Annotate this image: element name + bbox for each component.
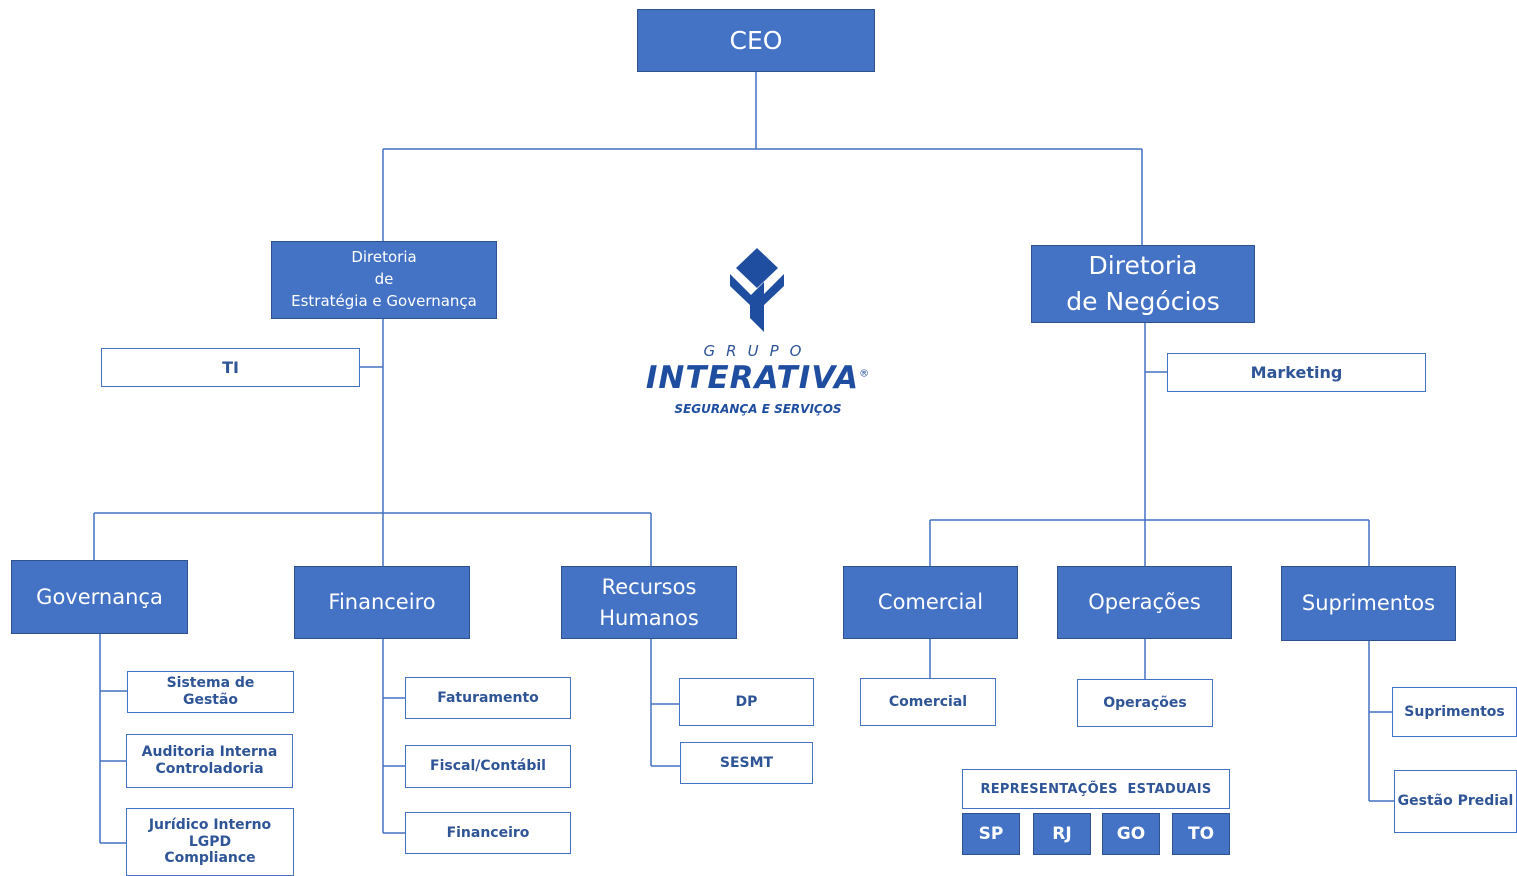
box-label: Gestão Predial xyxy=(1397,793,1514,810)
state-label: GO xyxy=(1116,824,1146,844)
fiscal-contabil-box[interactable]: Fiscal/Contábil xyxy=(405,745,571,788)
representacoes-estaduais-header: REPRESENTAÇÕES ESTADUAIS xyxy=(962,769,1230,809)
logo-tagline: SEGURANÇA E SERVIÇOS xyxy=(674,402,842,416)
comercial-box[interactable]: Comercial xyxy=(843,566,1018,639)
box-label-line: Auditoria Interna xyxy=(141,744,278,761)
recursos-humanos-box[interactable]: Recursos Humanos xyxy=(561,566,737,639)
state-to-box[interactable]: TO xyxy=(1172,813,1230,855)
state-label: RJ xyxy=(1052,824,1072,844)
gestao-predial-box[interactable]: Gestão Predial xyxy=(1394,770,1517,833)
box-label: TI xyxy=(222,357,239,377)
state-go-box[interactable]: GO xyxy=(1102,813,1160,855)
box-label-line: Jurídico Interno xyxy=(148,816,272,833)
diretoria-negocios-box[interactable]: Diretoria de Negócios xyxy=(1031,245,1255,323)
diretoria-estrategia-box[interactable]: Diretoria de Estratégia e Governança xyxy=(271,241,497,319)
logo-grupo-text: GRUPO xyxy=(703,342,813,360)
box-label: Comercial xyxy=(888,693,968,710)
state-sp-box[interactable]: SP xyxy=(962,813,1020,855)
sistema-gestao-box[interactable]: Sistema de Gestão xyxy=(127,671,294,713)
box-label: Fiscal/Contábil xyxy=(430,758,546,775)
ceo-label: CEO xyxy=(729,25,783,55)
suprimentos-box[interactable]: Suprimentos xyxy=(1281,566,1456,641)
juridico-lgpd-compliance-box[interactable]: Jurídico Interno LGPD Compliance xyxy=(126,808,294,876)
box-label-line: Sistema de xyxy=(166,675,255,692)
box-label-line: de xyxy=(374,270,394,289)
registered-mark: ® xyxy=(859,368,871,380)
logo-brand-text: INTERATIVA® xyxy=(638,360,878,396)
box-label-line: Recursos xyxy=(601,575,697,600)
operacoes-box[interactable]: Operações xyxy=(1057,566,1232,639)
box-label: Financeiro xyxy=(328,590,436,615)
box-label: Marketing xyxy=(1250,362,1343,382)
ti-box[interactable]: TI xyxy=(101,348,360,387)
box-label: Financeiro xyxy=(446,824,530,841)
box-label-line: Compliance xyxy=(164,850,256,867)
state-label: SP xyxy=(978,824,1004,844)
dp-box[interactable]: DP xyxy=(679,678,814,726)
financeiro-box[interactable]: Financeiro xyxy=(294,566,470,639)
box-label: SESMT xyxy=(719,754,774,771)
box-label: Suprimentos xyxy=(1301,591,1436,616)
ceo-box[interactable]: CEO xyxy=(637,9,875,72)
box-label-line: Estratégia e Governança xyxy=(291,291,477,310)
box-label-line: Diretoria xyxy=(1088,250,1198,280)
box-label: Operações xyxy=(1103,694,1187,711)
box-label-line: Diretoria xyxy=(351,248,417,267)
box-label-line: Gestão xyxy=(182,692,239,708)
box-label-line: de Negócios xyxy=(1066,287,1220,316)
box-label: Faturamento xyxy=(437,689,539,706)
box-label: DP xyxy=(735,693,758,710)
marketing-box[interactable]: Marketing xyxy=(1167,353,1426,392)
governanca-box[interactable]: Governança xyxy=(11,560,188,634)
representacoes-title: REPRESENTAÇÕES ESTADUAIS xyxy=(980,781,1212,797)
financeiro-sub-box[interactable]: Financeiro xyxy=(405,812,571,854)
faturamento-box[interactable]: Faturamento xyxy=(405,677,571,719)
box-label: Operações xyxy=(1088,590,1201,615)
box-label-line: LGPD xyxy=(188,833,232,850)
box-label: Suprimentos xyxy=(1404,703,1505,720)
box-label-line: Controladoria xyxy=(155,761,264,777)
sesmt-box[interactable]: SESMT xyxy=(680,742,813,784)
state-rj-box[interactable]: RJ xyxy=(1033,813,1091,855)
grupo-interativa-logo: GRUPO INTERATIVA® SEGURANÇA E SERVIÇOS xyxy=(638,246,888,426)
operacoes-sub-box[interactable]: Operações xyxy=(1077,679,1213,727)
box-label-line: Humanos xyxy=(599,605,699,630)
comercial-sub-box[interactable]: Comercial xyxy=(860,678,996,726)
logo-brand-name: INTERATIVA xyxy=(645,360,860,396)
state-label: TO xyxy=(1187,824,1215,844)
box-label: Governança xyxy=(36,584,163,609)
auditoria-controladoria-box[interactable]: Auditoria Interna Controladoria xyxy=(126,734,293,788)
logo-mark-icon xyxy=(730,248,784,332)
box-label: Comercial xyxy=(877,590,984,615)
suprimentos-sub-box[interactable]: Suprimentos xyxy=(1392,687,1517,737)
